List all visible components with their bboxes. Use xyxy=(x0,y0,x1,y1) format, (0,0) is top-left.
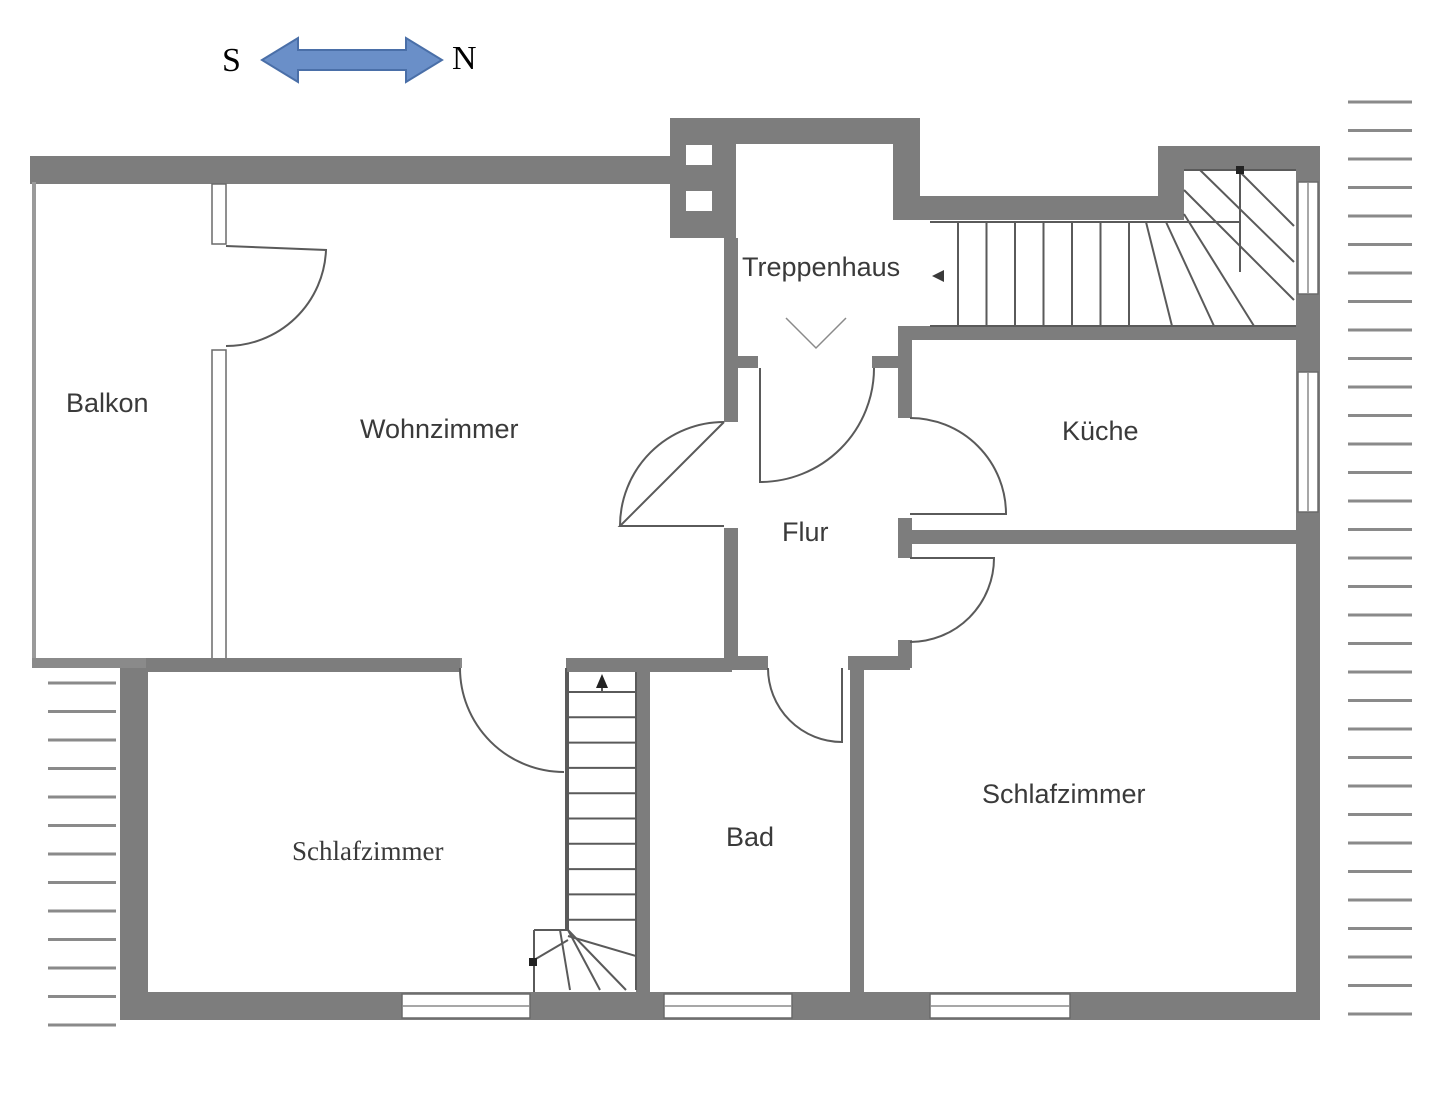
stair-post-icon xyxy=(529,958,537,966)
compass-south-label: S xyxy=(222,42,241,79)
stair-tread xyxy=(567,929,627,991)
room-label-bad: Bad xyxy=(726,822,774,852)
stair-tread xyxy=(1239,171,1295,227)
room-label-flur: Flur xyxy=(782,517,829,547)
stairs-treppenhaus xyxy=(930,166,1296,327)
room-label-kueche: Küche xyxy=(1062,416,1139,446)
compass-arrow-icon xyxy=(260,36,444,84)
exterior-hatch-right xyxy=(1348,100,1412,1016)
stair-tread xyxy=(567,935,637,957)
stair-tread xyxy=(1145,221,1173,327)
room-label-schlafzimmer-sw: Schlafzimmer xyxy=(292,836,443,866)
stair-tread xyxy=(1183,213,1255,327)
stairs-schlafzimmer xyxy=(529,672,637,992)
room-label-wohnzimmer: Wohnzimmer xyxy=(360,414,519,444)
stair-tread xyxy=(1199,169,1295,263)
compass-north-label: N xyxy=(452,40,477,77)
compass: S N xyxy=(222,36,477,84)
stair-tread xyxy=(533,939,569,961)
room-label-schlafzimmer-nw: Schlafzimmer xyxy=(982,779,1146,809)
exterior-hatch-left xyxy=(48,681,116,1027)
stair-arrow-icon xyxy=(932,270,944,282)
stair-post-icon xyxy=(1236,166,1244,174)
interior-walls xyxy=(146,183,1300,998)
stair-arrow-icon xyxy=(596,674,608,688)
stair-tread xyxy=(1183,189,1295,301)
door-swings xyxy=(225,245,1008,773)
room-label-treppenhaus: Treppenhaus xyxy=(742,252,900,282)
windows xyxy=(401,181,1319,1019)
stair-tread xyxy=(559,929,571,991)
room-label-balkon: Balkon xyxy=(66,388,149,418)
stair-tread xyxy=(1165,221,1215,327)
stair-tread xyxy=(567,929,601,991)
room-labels: Balkon Wohnzimmer Treppenhaus Küche Flur… xyxy=(66,252,1146,866)
